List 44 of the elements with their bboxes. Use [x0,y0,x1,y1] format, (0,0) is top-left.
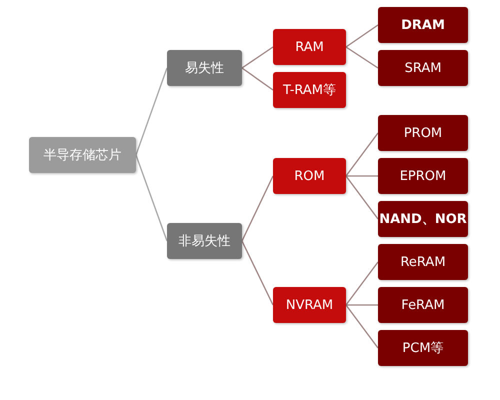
category-box [378,50,468,86]
connector-line [242,67,274,91]
box-label: 非易失性 [178,233,230,250]
connector-line [241,240,274,306]
box-label: 半导存储芯片 [44,147,122,164]
connector-line [346,24,378,48]
connector-line [345,304,379,348]
box-label: DRAM [401,18,445,32]
box-label: PROM [404,126,442,140]
category-box [273,287,346,323]
category-box [273,158,346,194]
category-box [378,115,468,151]
connector-line [135,154,168,242]
category-box [378,287,468,323]
box-label: ReRAM [400,254,446,270]
category-box [167,50,242,86]
category-box [29,137,136,173]
connector-line [241,176,274,242]
connector-line [346,175,378,177]
category-box [378,330,468,366]
category-box [273,29,346,65]
category-box [378,7,468,43]
box-label: NAND、NOR [379,211,467,228]
connector-line [346,46,378,69]
category-box [167,223,242,259]
connector-line [345,132,379,176]
category-box [273,72,346,108]
box-label: NVRAM [286,298,334,312]
box-label: RAM [295,40,324,54]
box-label: PCM等 [402,340,444,357]
category-box [378,201,468,237]
connector-line [345,262,379,306]
box-label: EPROM [400,168,446,184]
box-label: FeRAM [401,298,445,312]
box-label: ROM [294,168,325,184]
category-box [378,158,468,194]
connector-line [345,176,379,220]
box-label: 易失性 [185,60,224,77]
connector-line [346,304,378,306]
box-label: SRAM [404,60,442,76]
box-label: T-RAM等 [282,82,336,99]
category-box [378,244,468,280]
connector-line [242,46,274,69]
connector-line [135,68,168,156]
